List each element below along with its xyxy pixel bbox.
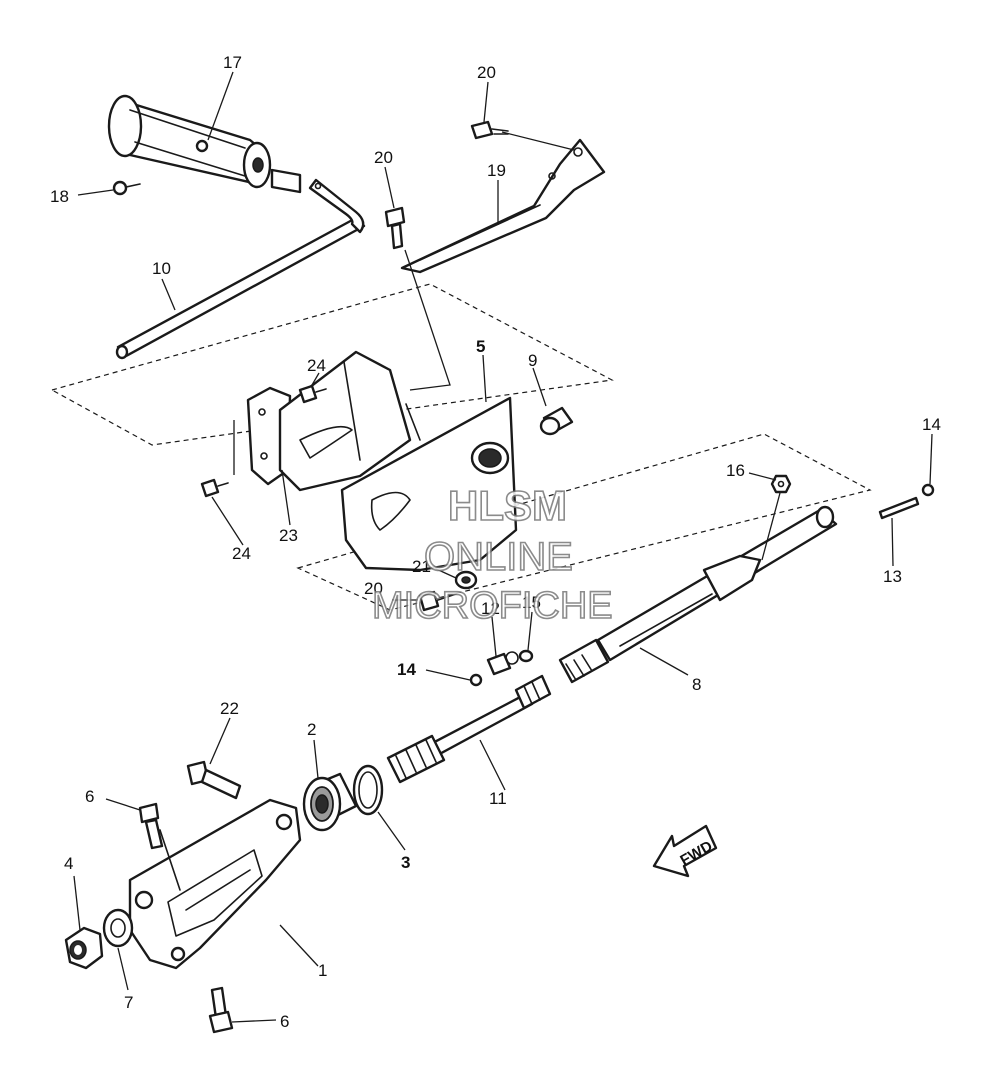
bolt-24-upper bbox=[298, 384, 327, 404]
washer-15 bbox=[518, 649, 534, 663]
bolt-20-top bbox=[470, 120, 509, 140]
callout-10: 10 bbox=[152, 259, 171, 278]
callout-4: 4 bbox=[64, 854, 73, 873]
callout-20-middle: 20 bbox=[374, 148, 393, 167]
shift-rod bbox=[115, 168, 366, 360]
leader-lines bbox=[73, 71, 933, 1023]
callout-21: 21 bbox=[412, 557, 431, 576]
nut-16 bbox=[770, 474, 792, 494]
watermark-line-2: ONLINE bbox=[424, 535, 573, 579]
bolt-24-lower bbox=[200, 478, 229, 498]
bracket bbox=[400, 138, 606, 274]
watermark-line-1: HLSM bbox=[448, 482, 567, 529]
bolt-6-lower bbox=[208, 986, 234, 1034]
bolt-6-upper bbox=[138, 802, 164, 850]
screw-18 bbox=[112, 180, 141, 196]
handle-grip bbox=[107, 94, 272, 189]
callout-15: 15 bbox=[522, 593, 541, 612]
callout-7: 7 bbox=[124, 993, 133, 1012]
callout-11: 11 bbox=[489, 789, 507, 808]
watermark-line-3: MICROFICHE bbox=[372, 585, 613, 627]
callout-23: 23 bbox=[279, 526, 298, 545]
shift-plate bbox=[340, 396, 518, 572]
callout-16: 16 bbox=[726, 461, 745, 480]
ring-12 bbox=[505, 651, 519, 665]
callout-2: 2 bbox=[307, 720, 316, 739]
callout-20-lower: 20 bbox=[364, 579, 383, 598]
callout-19: 19 bbox=[487, 161, 506, 180]
part-number-labels: 17 18 20 20 19 10 5 9 24 23 24 14 16 13 … bbox=[50, 53, 941, 1031]
bolt-22 bbox=[186, 760, 242, 800]
callout-22: 22 bbox=[220, 699, 239, 718]
callout-1: 1 bbox=[318, 961, 327, 980]
housing bbox=[128, 798, 302, 970]
callout-14-left: 14 bbox=[397, 660, 416, 679]
callout-17: 17 bbox=[223, 53, 242, 72]
pin bbox=[878, 496, 920, 520]
callout-5: 5 bbox=[476, 337, 485, 356]
circlip bbox=[352, 764, 384, 816]
callout-3: 3 bbox=[401, 853, 410, 872]
callout-24-upper: 24 bbox=[307, 356, 326, 375]
washer-21 bbox=[454, 570, 478, 590]
callout-9: 9 bbox=[528, 351, 537, 370]
fwd-direction-arrow: FWD bbox=[652, 824, 718, 878]
callout-20-top: 20 bbox=[477, 63, 496, 82]
callout-12: 12 bbox=[481, 599, 500, 618]
callout-13: 13 bbox=[883, 567, 902, 586]
callout-6-lower: 6 bbox=[280, 1012, 289, 1031]
bearing bbox=[302, 772, 358, 832]
clip-14-left bbox=[469, 673, 483, 687]
shaft-with-springs bbox=[386, 674, 552, 784]
assembly-group-frames bbox=[50, 283, 872, 611]
collar-12 bbox=[486, 652, 512, 676]
nut-4 bbox=[64, 926, 104, 970]
callout-6-upper: 6 bbox=[85, 787, 94, 806]
watermark: HLSM ONLINE MICROFICHE bbox=[371, 481, 613, 628]
washer-7 bbox=[102, 908, 134, 948]
clip-14-right bbox=[921, 483, 935, 497]
bushing bbox=[539, 406, 574, 436]
callout-24-lower: 24 bbox=[232, 544, 251, 563]
shift-tube bbox=[558, 505, 838, 684]
callout-14-right: 14 bbox=[922, 415, 941, 434]
bolt-20-middle bbox=[384, 206, 406, 250]
bolt-20-lower bbox=[418, 590, 457, 612]
callout-8: 8 bbox=[692, 675, 701, 694]
callout-18: 18 bbox=[50, 187, 69, 206]
